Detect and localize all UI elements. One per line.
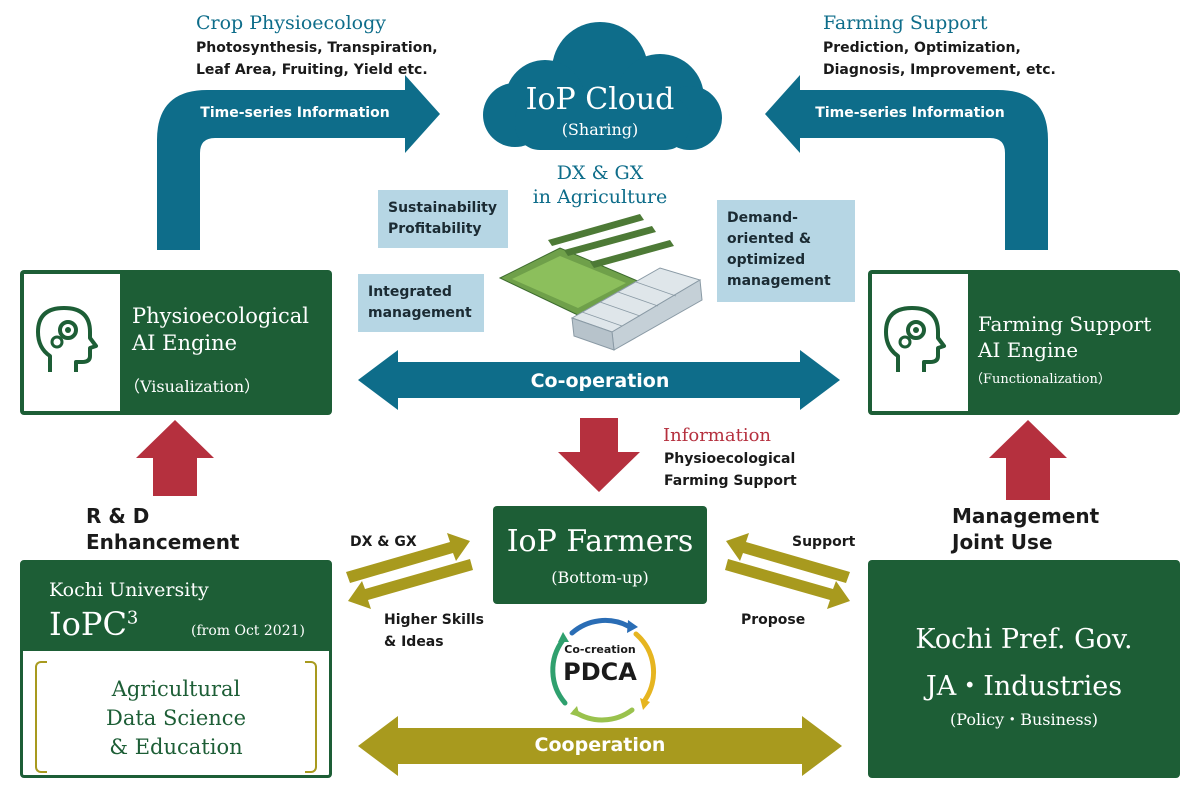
kochi-university-box: Kochi University IoPC3 (from Oct 2021) A… [20,560,332,778]
support-left-arrow [726,533,850,583]
right-time-series-label: Time-series Information [815,105,1005,121]
crop-line-1: Photosynthesis, Transpiration, [196,40,438,56]
cloud-subtitle: (Sharing) [561,120,639,139]
rnd-up-arrow [136,420,214,496]
physio-engine-line-1: Physioecological [132,304,310,328]
farming-engine-sub: （Functionalization） [970,372,1111,387]
higher-skills-label-1: Higher Skills [384,612,484,628]
left-time-series-label: Time-series Information [200,105,390,121]
iop-farmers-box: IoP Farmers (Bottom-up) [493,506,707,604]
dxgx-line-1: DX & GX [556,162,644,184]
left-bracket [35,661,47,773]
crop-line-2: Leaf Area, Fruiting, Yield etc. [196,62,428,78]
farming-support-line-2: Diagnosis, Improvement, etc. [823,62,1056,78]
gov-sub: (Policy・Business) [949,710,1099,729]
farmers-sub: (Bottom-up) [551,568,649,587]
propose-label: Propose [741,612,806,628]
farming-engine-line-1: Farming Support [978,312,1152,336]
propose-right-arrow [725,559,850,609]
university-body-line-3: & Education [109,735,243,759]
cooperation-bottom-label: Cooperation [534,734,666,756]
university-name-wrap: IoPC3 [49,605,138,643]
right-bracket [305,661,317,773]
higher-skills-label-2: & Ideas [384,634,444,650]
ai-head-gear-icon [36,306,98,372]
sustainability-line-1: Sustainability [388,200,497,216]
integrated-box: Integrated management [358,274,484,332]
university-body-line-1: Agricultural [111,677,241,701]
information-line-2: Farming Support [664,473,797,489]
pdca-big-label: PDCA [563,658,637,686]
dxgx-line-2: in Agriculture [532,186,668,208]
university-sup: 3 [126,607,139,629]
farming-support-title: Farming Support [823,12,988,34]
information-title: Information [663,425,772,446]
sustainability-box: Sustainability Profitability [378,190,508,248]
dx-gx-right-arrow [346,533,470,583]
university-body-line-2: Data Science [106,706,246,730]
physio-icon-panel [24,274,120,411]
skills-left-arrow [348,559,473,609]
integrated-line-1: Integrated [368,284,452,300]
farming-ai-engine-box: Farming Support AI Engine （Functionaliza… [868,270,1180,415]
ai-head-gear-icon [884,306,946,372]
gov-line-2: JA・Industries [925,671,1123,702]
pdca-arrowheads [558,620,650,717]
greenhouse-icon [498,214,703,351]
demand-line-2: oriented & [727,231,812,247]
demand-line-1: Demand- [727,210,798,226]
pdca-small-label: Co-creation [564,643,636,656]
left-time-series-arrow [157,75,440,250]
physio-engine-line-2: AI Engine [132,331,238,355]
gov-line-1: Kochi Pref. Gov. [915,624,1133,655]
cloud-title: IoP Cloud [525,82,675,117]
information-line-1: Physioecological [664,451,796,467]
physio-ai-engine-box: Physioecological AI Engine （Visualizatio… [20,270,332,415]
integrated-line-2: management [368,305,472,321]
kochi-gov-box: Kochi Pref. Gov. JA・Industries (Policy・B… [868,560,1180,778]
farmers-title: IoP Farmers [506,524,694,559]
farming-engine-line-2: AI Engine [978,338,1079,362]
support-label: Support [792,534,856,550]
management-line-1: Management [952,504,1100,528]
rnd-line-2: Enhancement [86,530,240,554]
university-line-1: Kochi University [49,579,209,601]
crop-physioecology-title: Crop Physioecology [196,12,387,34]
farming-support-line-1: Prediction, Optimization, [823,40,1021,56]
physio-engine-sub: （Visualization） [124,377,261,396]
dx-gx-label: DX & GX [350,534,417,550]
pdca-cycle-icon [550,617,657,723]
rnd-line-1: R & D [86,504,150,528]
co-operation-arrow [358,350,840,410]
demand-line-3: optimized [727,252,806,268]
cooperation-bottom-arrow [358,716,842,776]
management-up-arrow [989,420,1067,500]
right-time-series-arrow [765,75,1048,250]
information-down-arrow [558,418,640,492]
demand-box: Demand- oriented & optimized management [717,200,855,302]
sustainability-line-2: Profitability [388,221,482,237]
farming-icon-panel [872,274,968,411]
university-header: Kochi University IoPC3 (from Oct 2021) [23,563,329,651]
demand-line-4: management [727,273,831,289]
university-body: Agricultural Data Science & Education [23,675,329,762]
university-date: (from Oct 2021) [191,623,305,639]
co-operation-label: Co-operation [530,370,670,392]
management-line-2: Joint Use [952,530,1053,554]
cloud-icon [483,22,722,150]
university-name: IoPC [49,605,127,643]
